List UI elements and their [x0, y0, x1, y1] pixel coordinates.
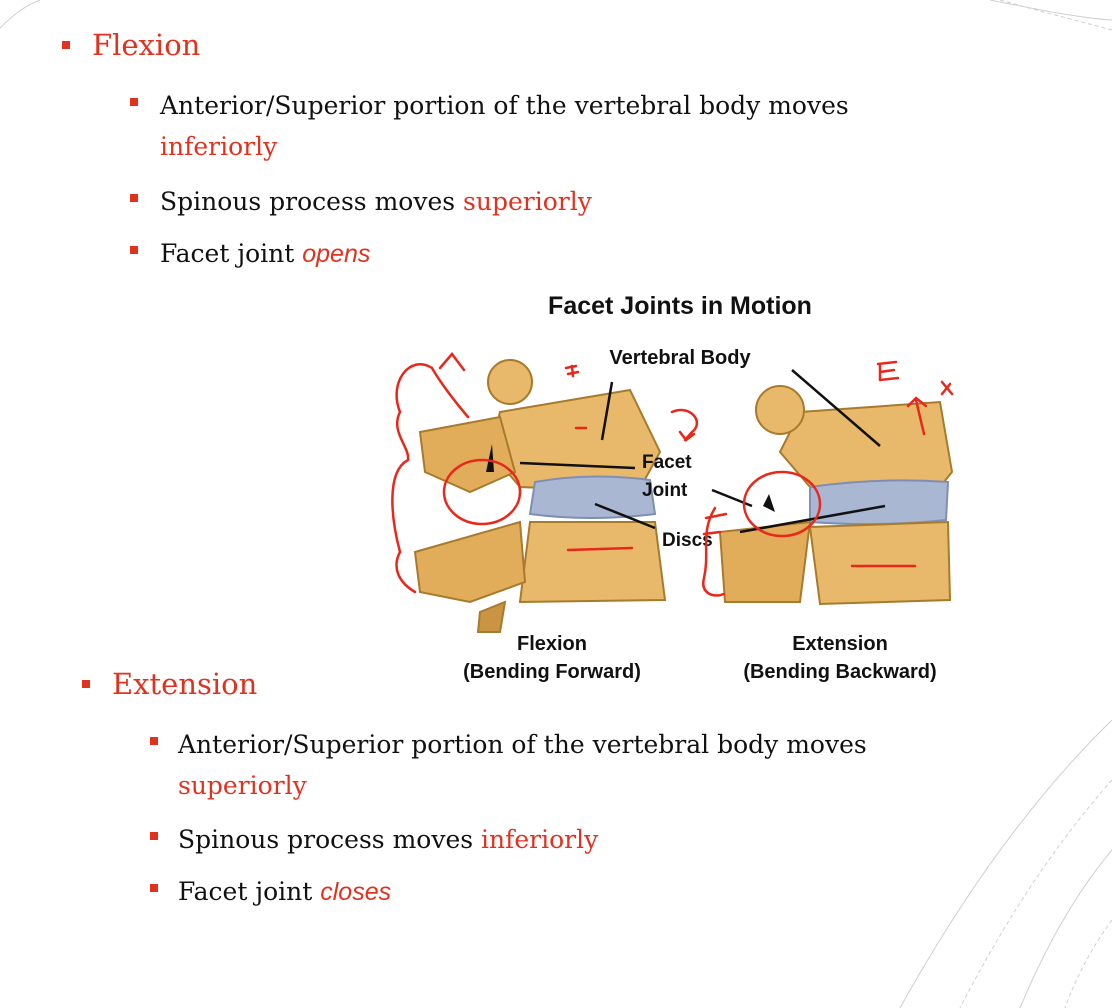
flexion-item-2-text: Spinous process moves [160, 187, 464, 216]
caption-flexion-sub: (Bending Forward) [463, 661, 641, 683]
flexion-item-1-line-2: inferiorly [160, 132, 278, 161]
extension-item-3-bullet [150, 884, 158, 892]
caption-extension-sub: (Bending Backward) [743, 661, 936, 683]
flexion-heading-bullet [62, 41, 70, 49]
extension-item-3-text: Facet joint [178, 877, 321, 906]
flexion-item-2-bullet [130, 194, 138, 202]
flexion-item-3-emph: opens [302, 240, 371, 268]
extension-item-2-text: Spinous process moves [178, 825, 482, 854]
flexion-item-2-emph: superiorly [463, 187, 592, 216]
extension-item-2-emph: inferiorly [481, 825, 599, 854]
flexion-item-1-line-1: Anterior/Superior portion of the vertebr… [160, 91, 849, 120]
extension-vertebrae [718, 385, 954, 606]
flexion-direction-arrow [486, 444, 494, 472]
extension-item-1-line-1: Anterior/Superior portion of the vertebr… [178, 730, 867, 759]
flexion-heading: Flexion [92, 28, 201, 62]
extension-item-3: Facet joint closes [178, 872, 391, 912]
figure-title: Facet Joints in Motion [548, 292, 812, 320]
flexion-item-3-text: Facet joint [160, 239, 303, 268]
caption-extension: Extension [792, 633, 888, 655]
figure-label-discs: Discs [662, 530, 713, 551]
extension-item-2-bullet [150, 832, 158, 840]
facet-joints-figure: Facet Joints in Motion Vertebral Body Fa… [380, 282, 968, 698]
figure-label-vertebral-body: Vertebral Body [609, 347, 751, 369]
figure-pointer-lines [519, 369, 886, 534]
extension-heading-bullet [82, 680, 90, 688]
extension-item-1-line-2: superiorly [178, 771, 307, 800]
extension-heading: Extension [112, 667, 258, 701]
extension-item-3-emph: closes [320, 878, 392, 906]
caption-flexion: Flexion [517, 633, 587, 655]
figure-label-facet: Facet [642, 452, 692, 473]
flexion-item-3: Facet joint opens [160, 234, 370, 274]
flexion-item-1-bullet [130, 98, 138, 106]
extension-direction-arrow [763, 494, 775, 512]
handwritten-annotations [391, 352, 954, 597]
extension-item-2: Spinous process moves inferiorly [178, 820, 598, 860]
flexion-item-2: Spinous process moves superiorly [160, 182, 592, 222]
extension-item-1-bullet [150, 737, 158, 745]
flexion-item-3-bullet [130, 246, 138, 254]
figure-label-joint: Joint [642, 480, 688, 501]
